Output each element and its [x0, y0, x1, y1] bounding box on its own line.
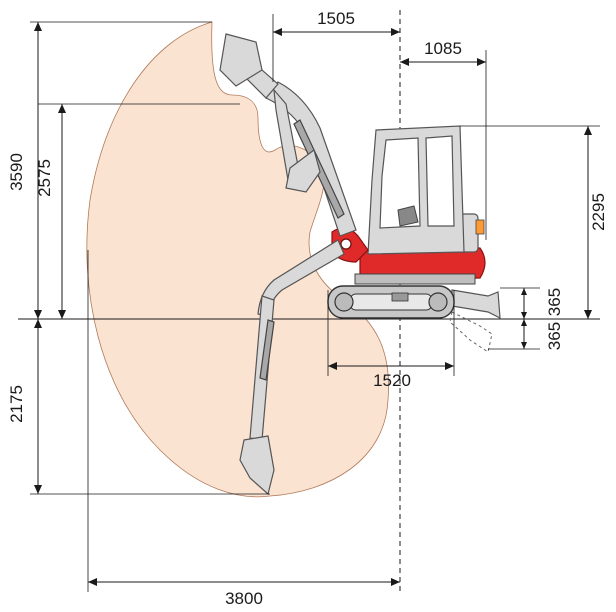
arm-cylinder-lower — [259, 319, 275, 381]
track-inner — [349, 293, 433, 311]
cab-side-window — [425, 135, 455, 227]
sprocket — [334, 292, 354, 312]
counterweight — [359, 247, 486, 281]
working-envelope — [86, 21, 389, 498]
bucket-upper — [219, 33, 263, 87]
track-roller — [391, 292, 409, 302]
idler-wheel — [428, 292, 448, 312]
rear-light — [475, 219, 485, 235]
label-tail-radius: 1085 — [424, 39, 462, 58]
boom-pivot — [340, 238, 352, 250]
operator-seat — [397, 205, 419, 227]
arrows-blade-lift — [521, 288, 527, 319]
label-max-reach: 3800 — [225, 589, 263, 608]
label-max-digging-depth: 2175 — [7, 385, 26, 423]
arrows-1085 — [400, 58, 486, 66]
label-blade-lift: 365 — [545, 288, 564, 316]
label-track-length: 1520 — [373, 371, 411, 390]
label-front-offset: 1505 — [317, 9, 355, 28]
dozer-blade-lowered — [449, 311, 493, 353]
bucket-lower-arm — [285, 148, 321, 193]
arrows-blade-drop — [521, 319, 527, 349]
undercarriage-rim — [354, 273, 476, 285]
label-overall-height: 2295 — [589, 193, 608, 231]
label-max-dump-height: 2575 — [35, 159, 54, 197]
cab-front-window — [379, 137, 421, 229]
label-blade-drop: 365 — [545, 322, 564, 350]
dozer-blade — [451, 289, 501, 320]
excavator — [219, 33, 501, 496]
label-max-digging-height: 3590 — [7, 153, 26, 191]
